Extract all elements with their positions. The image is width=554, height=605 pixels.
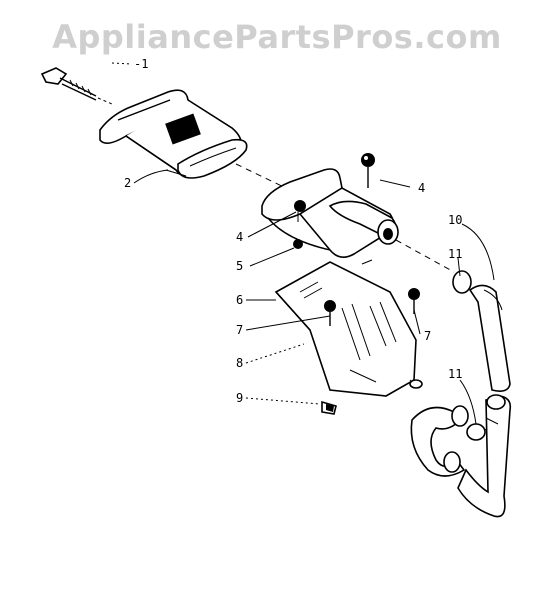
watermark-logo: AppliancePartsPros.com [52,18,502,56]
callout-9: 9 [236,391,243,405]
callout-8: 8 [236,356,243,370]
callout-11-upper: 11 [448,247,462,261]
part-2-duct-housing [99,89,248,179]
callout-11-lower: 11 [448,367,462,381]
callout-10: 10 [448,213,462,227]
callout-6: 6 [236,293,243,307]
part-11-lower-hose [410,394,512,518]
part-1-screw [40,67,113,105]
callout-4-left: 4 [236,230,243,244]
callout-1: -1 [134,57,148,71]
second-duct-housing [261,168,399,258]
callout-7-left: 7 [236,323,243,337]
callout-5: 5 [236,259,243,273]
part-4-screw-top [361,153,375,188]
alignment-line-2 [395,239,455,273]
leader-lines [111,62,495,425]
part-10-hose [452,270,511,392]
part-6-mounting-bracket [274,259,423,397]
callout-7-right: 7 [424,329,431,343]
part-9-clip [321,400,337,415]
callout-4-top: 4 [418,181,425,195]
callout-2: 2 [124,176,131,190]
